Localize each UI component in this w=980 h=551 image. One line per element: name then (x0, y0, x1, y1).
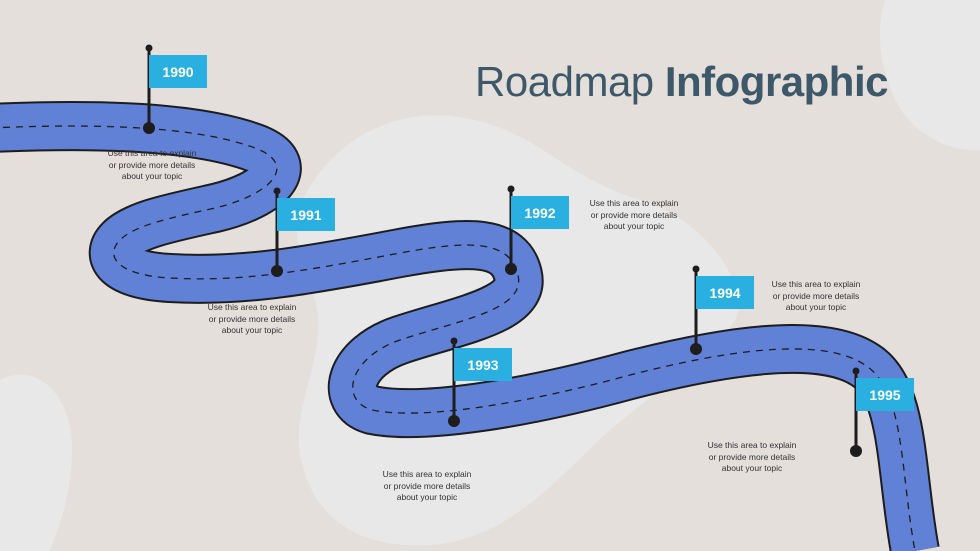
caption-line: Use this area to explain (707, 440, 797, 450)
page-title: Roadmap Infographic (475, 58, 888, 106)
caption-1991: Use this area to explain or provide more… (182, 302, 322, 337)
caption-line: or provide more details (590, 209, 678, 220)
year-flag-1993: 1993 (454, 348, 512, 381)
year-flag-1994: 1994 (696, 276, 754, 309)
caption-1995: Use this area to explain or provide more… (682, 440, 822, 475)
caption-line: about your topic (396, 492, 458, 502)
caption-line: about your topic (221, 325, 283, 335)
caption-line: Use this area to explain (207, 302, 297, 312)
caption-line: or provide more details (108, 159, 196, 170)
caption-1990: Use this area to explain or provide more… (82, 148, 222, 183)
background-blob-bottom-left (0, 374, 73, 551)
year-flag-1991: 1991 (277, 198, 335, 231)
caption-line: Use this area to explain (382, 469, 472, 479)
caption-line: or provide more details (383, 480, 471, 491)
year-flag-1990: 1990 (149, 55, 207, 88)
title-light: Roadmap (475, 58, 654, 105)
caption-line: or provide more details (208, 313, 296, 324)
caption-1993: Use this area to explain or provide more… (357, 469, 497, 504)
caption-1994: Use this area to explain or provide more… (746, 279, 886, 314)
winding-road (0, 101, 940, 551)
caption-line: Use this area to explain (589, 198, 679, 208)
caption-line: about your topic (121, 171, 183, 181)
caption-line: about your topic (603, 221, 665, 231)
caption-line: Use this area to explain (771, 279, 861, 289)
year-flag-1995: 1995 (856, 378, 914, 411)
caption-line: about your topic (721, 463, 783, 473)
caption-line: Use this area to explain (107, 148, 197, 158)
caption-1992: Use this area to explain or provide more… (564, 198, 704, 233)
caption-line: or provide more details (708, 451, 796, 462)
caption-line: about your topic (785, 302, 847, 312)
year-flag-1992: 1992 (511, 196, 569, 229)
caption-line: or provide more details (772, 290, 860, 301)
background-blob-top-right (879, 0, 980, 151)
title-bold: Infographic (664, 58, 889, 105)
